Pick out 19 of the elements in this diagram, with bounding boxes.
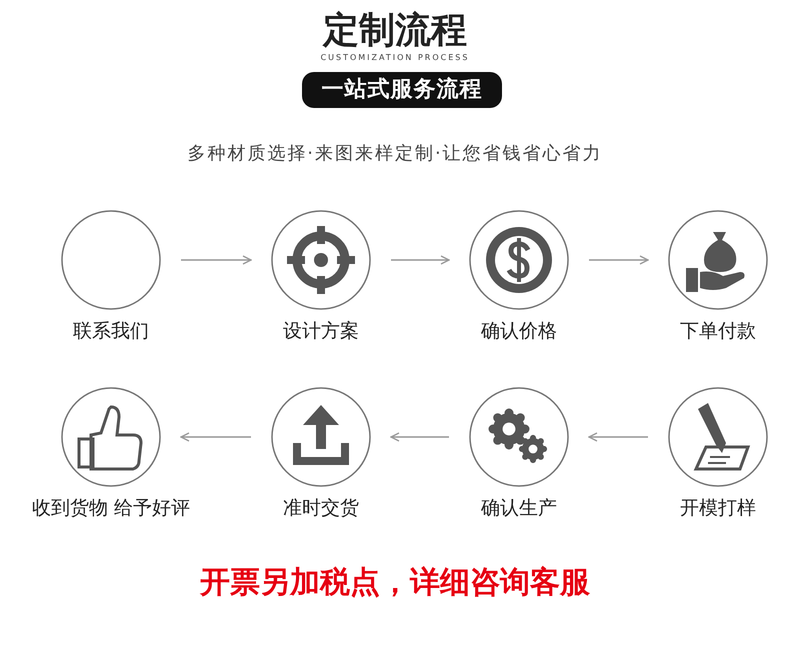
title: 定制流程 — [322, 9, 468, 53]
step-label: 设计方案 — [282, 319, 360, 344]
note: 开票另加税点，详细咨询客服 — [198, 564, 591, 602]
step-label: 联系我们 — [72, 319, 150, 344]
arrow — [391, 255, 450, 265]
arrow — [180, 432, 251, 442]
arrow — [589, 255, 649, 265]
step-label: 确认价格 — [480, 319, 558, 344]
arrow — [390, 432, 449, 442]
title-pill: 一站式服务流程 — [302, 72, 502, 108]
tagline: 多种材质选择·来图来样定制·让您省钱省心省力 — [186, 142, 604, 165]
arrow — [588, 432, 648, 442]
arrow — [181, 255, 252, 265]
step-label: 开模打样 — [679, 496, 757, 521]
step-label: 准时交货 — [282, 496, 360, 521]
subtitle-english: CUSTOMIZATION PROCESS — [320, 53, 470, 62]
step-label: 收到货物 给予好评 — [30, 496, 192, 521]
step-label: 下单付款 — [679, 319, 757, 344]
step-label: 确认生产 — [480, 496, 558, 521]
